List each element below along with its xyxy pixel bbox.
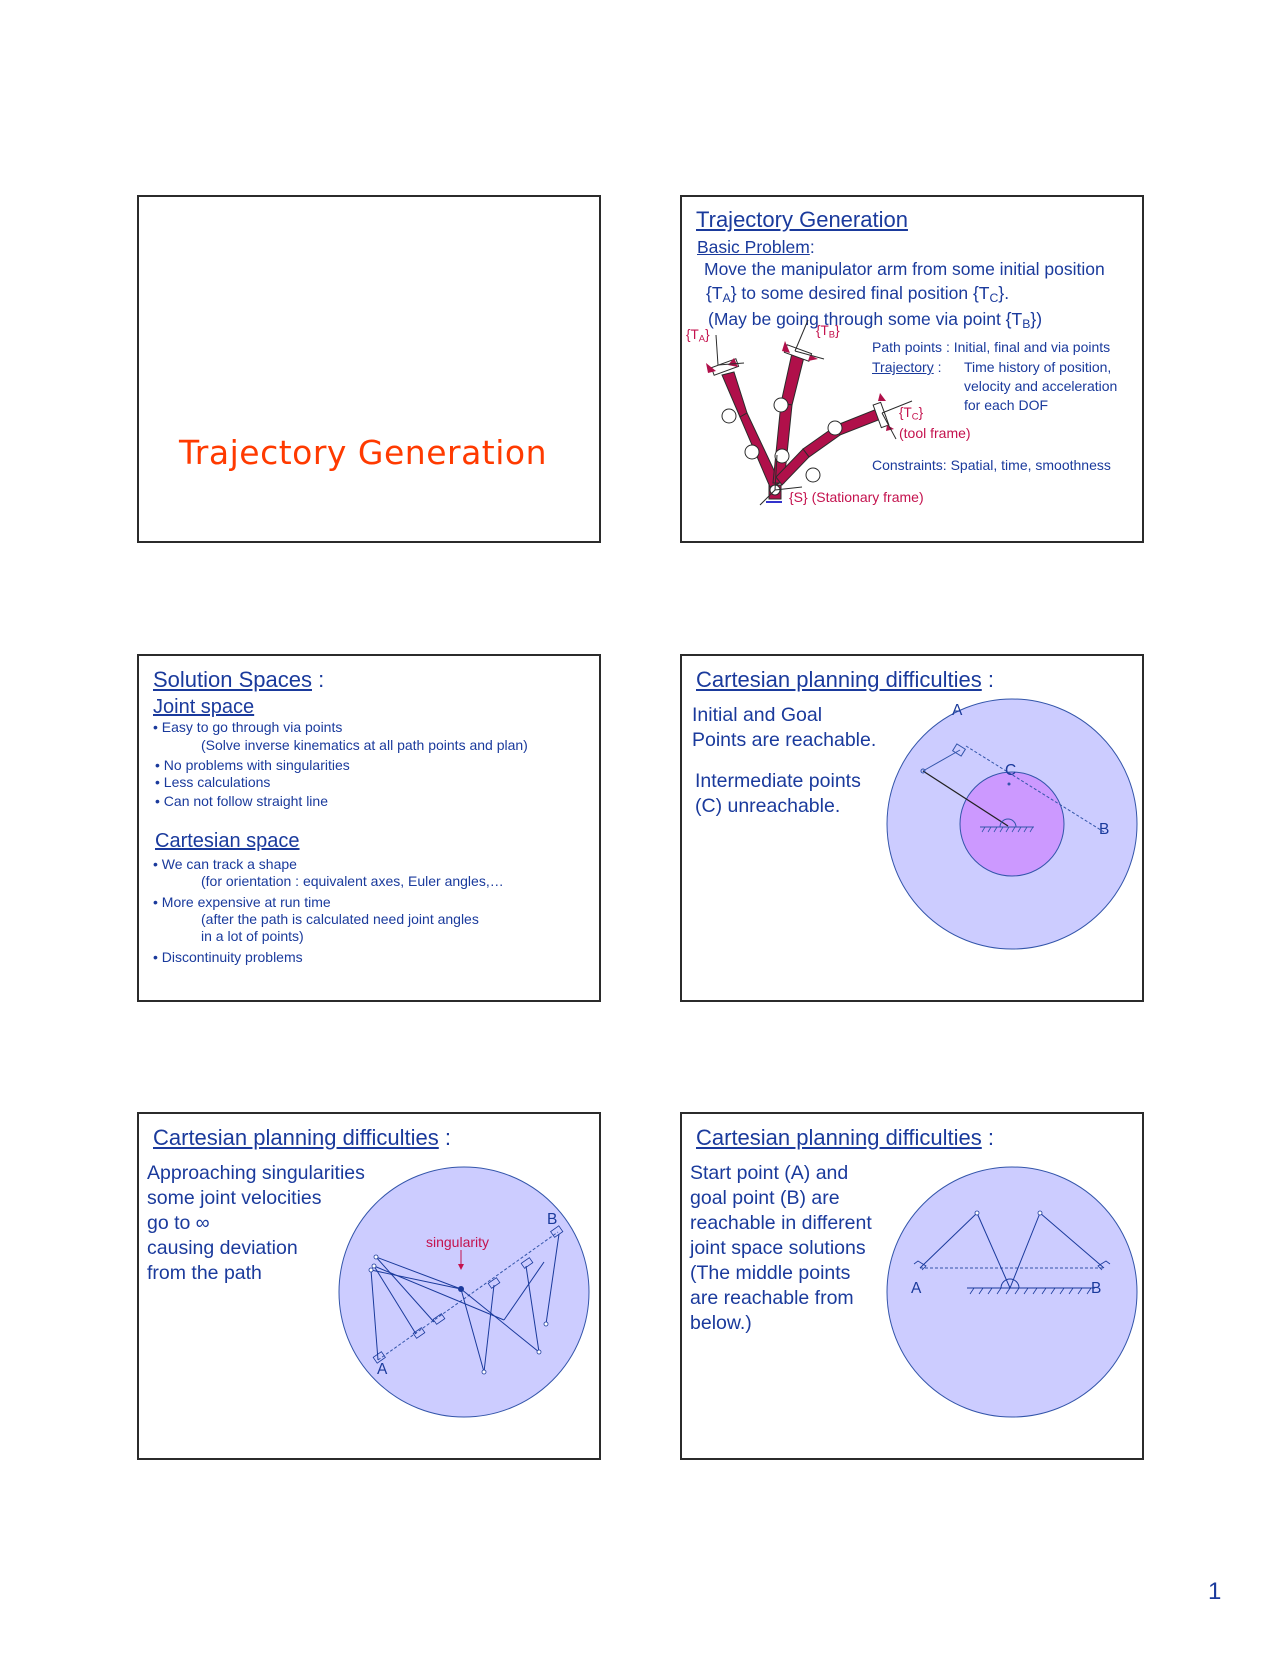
- frame-tb-label: {TB}: [816, 323, 840, 341]
- cartesian-item-2-sub-2: in a lot of points): [201, 928, 304, 944]
- joint-solutions-diagram: [886, 1166, 1138, 1418]
- problem-line-2: {TA} to some desired final position {TC}…: [706, 283, 1010, 306]
- point-a-label: A: [377, 1361, 388, 1378]
- cartesian-space-heading: Cartesian space: [155, 830, 300, 852]
- point-a-label: A: [952, 702, 963, 719]
- slide-heading: Cartesian planning difficulties :: [696, 1125, 994, 1150]
- cartesian-item-2-sub-1: (after the path is calculated need joint…: [201, 911, 479, 927]
- stationary-frame-label: {S} (Stationary frame): [789, 489, 924, 505]
- point-c-label: C: [1005, 762, 1017, 779]
- page-number: 1: [1208, 1578, 1222, 1605]
- frame-ta-label: {TA}: [686, 327, 710, 345]
- workspace-diagram: [886, 698, 1138, 950]
- cartesian-item-1: • We can track a shape: [153, 856, 297, 872]
- joint-item-1-sub: (Solve inverse kinematics at all path po…: [201, 737, 528, 753]
- point-b-label: B: [1091, 1280, 1102, 1297]
- problem-line-1: Move the manipulator arm from some initi…: [704, 259, 1105, 279]
- slide-cartesian-difficulties-joint-solutions: Cartesian planning difficulties : Start …: [680, 1112, 1144, 1460]
- constraints-text: Constraints: Spatial, time, smoothness: [872, 457, 1111, 473]
- point-a-label: A: [911, 1280, 922, 1297]
- trajectory-label: Trajectory :: [872, 359, 942, 375]
- problem-line-3: (May be going through some via point {TB…: [708, 309, 1043, 332]
- joint-item-1: • Easy to go through via points: [153, 719, 343, 735]
- singularity-diagram: [338, 1166, 590, 1418]
- unreachable-text: Intermediate points(C) unreachable.: [695, 770, 861, 817]
- trajectory-desc-1: Time history of position,: [964, 359, 1112, 375]
- slide-heading: Trajectory Generation: [696, 207, 908, 232]
- slide-heading: Cartesian planning difficulties :: [696, 667, 994, 692]
- slide-cartesian-difficulties-singularity: Cartesian planning difficulties : Approa…: [137, 1112, 601, 1460]
- cartesian-item-1-sub: (for orientation : equivalent axes, Eule…: [201, 873, 504, 889]
- joint-item-4: • Can not follow straight line: [155, 793, 328, 809]
- point-b-label: B: [547, 1211, 558, 1228]
- slide-title-text: Trajectory Generation: [179, 433, 548, 472]
- cartesian-item-2: • More expensive at run time: [153, 894, 331, 910]
- trajectory-desc-2: velocity and acceleration: [964, 378, 1118, 394]
- slide-solution-spaces: Solution Spaces : Joint space • Easy to …: [137, 654, 601, 1002]
- basic-problem-label: Basic Problem:: [697, 237, 815, 257]
- joint-item-2: • No problems with singularities: [155, 757, 350, 773]
- path-points-text: Path points : Initial, final and via poi…: [872, 339, 1111, 355]
- slide-heading: Solution Spaces :: [153, 667, 325, 692]
- singularity-label: singularity: [426, 1234, 490, 1250]
- point-b-label: B: [1099, 821, 1110, 838]
- slide-cartesian-difficulties-reachability: Cartesian planning difficulties : Initia…: [680, 654, 1144, 1002]
- frame-tc-label: {TC}: [899, 405, 924, 423]
- manipulator-arm-diagram: [706, 319, 913, 506]
- cartesian-item-3: • Discontinuity problems: [153, 949, 303, 965]
- joint-space-heading: Joint space: [153, 696, 255, 718]
- joint-item-3: • Less calculations: [155, 774, 271, 790]
- trajectory-desc-3: for each DOF: [964, 397, 1049, 413]
- slide-trajectory-generation: Trajectory Generation Basic Problem: Mov…: [680, 195, 1144, 543]
- slide-heading: Cartesian planning difficulties :: [153, 1125, 451, 1150]
- tool-frame-label: (tool frame): [899, 425, 971, 441]
- slide-title: Trajectory Generation: [137, 195, 601, 543]
